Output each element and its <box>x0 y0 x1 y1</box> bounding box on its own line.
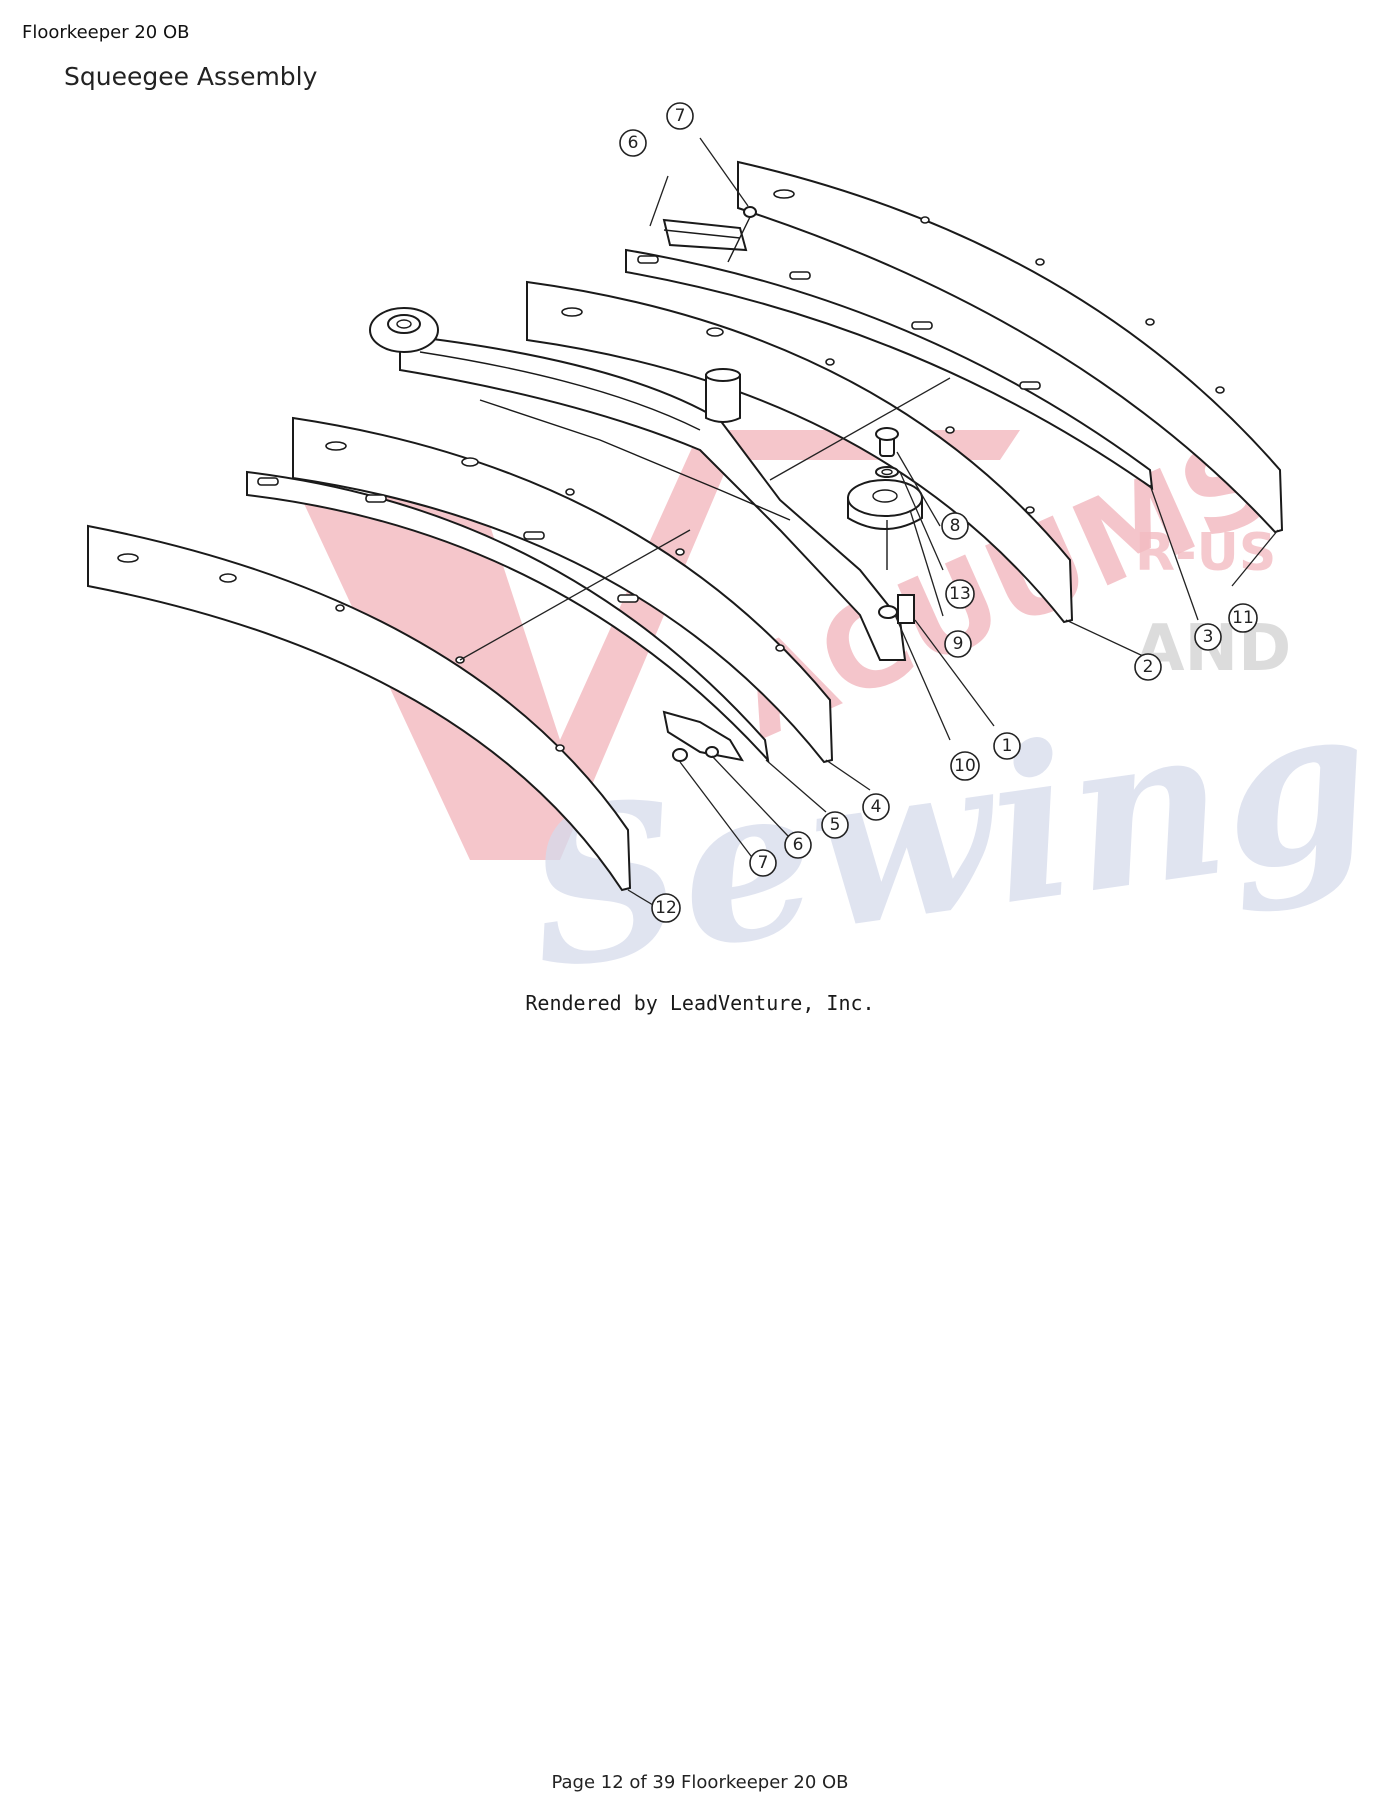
callout-4: 4 <box>862 793 890 821</box>
callout-8: 8 <box>941 512 969 540</box>
part-1-frame <box>369 307 915 661</box>
part-6-bracket-top <box>662 206 757 263</box>
squeegee-assembly-diagram: ACUUMS R-US AND Sewing too <box>87 102 1400 1017</box>
svg-text:7: 7 <box>675 106 686 126</box>
callout-5: 5 <box>821 811 849 839</box>
callout-7-bottom: 7 <box>749 849 777 877</box>
svg-text:10: 10 <box>954 756 976 776</box>
part-11-rear-blade <box>737 160 1284 534</box>
hardware-stack <box>847 427 923 619</box>
page-footer: Page 12 of 39 Floorkeeper 20 OB <box>551 1772 849 1793</box>
callout-11: 11 <box>1228 603 1258 633</box>
svg-text:4: 4 <box>871 797 882 817</box>
svg-text:13: 13 <box>949 584 971 604</box>
part-3-rear-strip <box>625 248 1154 491</box>
svg-text:5: 5 <box>830 815 841 835</box>
watermark-brand-small: R-US <box>1135 523 1276 583</box>
callout-6-top: 6 <box>619 129 647 157</box>
svg-text:9: 9 <box>953 634 964 654</box>
callout-1: 1 <box>993 732 1021 760</box>
part-6-bracket-bottom <box>662 710 745 762</box>
svg-text:12: 12 <box>655 898 677 918</box>
document-header: Floorkeeper 20 OB <box>22 22 190 43</box>
svg-text:11: 11 <box>1232 608 1254 628</box>
callout-12: 12 <box>651 893 681 923</box>
svg-text:8: 8 <box>950 516 961 536</box>
part-5-front-strip <box>246 470 770 764</box>
callout-leaders <box>627 137 1279 909</box>
svg-text:7: 7 <box>758 853 769 873</box>
callout-6-bottom: 6 <box>784 831 812 859</box>
callout-10: 10 <box>950 751 980 781</box>
svg-text:6: 6 <box>793 835 804 855</box>
svg-text:6: 6 <box>628 133 639 153</box>
part-12-front-blade <box>87 524 632 892</box>
reference-lines <box>459 377 951 661</box>
svg-text:1: 1 <box>1002 736 1013 756</box>
svg-text:3: 3 <box>1203 627 1214 647</box>
callout-9: 9 <box>944 630 972 658</box>
page-title: Squeegee Assembly <box>64 62 318 91</box>
callout-7-top: 7 <box>666 102 694 130</box>
svg-text:2: 2 <box>1143 657 1154 677</box>
callout-3: 3 <box>1194 623 1222 651</box>
callout-13: 13 <box>945 579 975 609</box>
render-credit: Rendered by LeadVenture, Inc. <box>525 991 874 1015</box>
callouts: 1 2 3 4 5 6 6 7 7 8 9 10 <box>619 102 1258 923</box>
callout-2: 2 <box>1134 653 1162 681</box>
